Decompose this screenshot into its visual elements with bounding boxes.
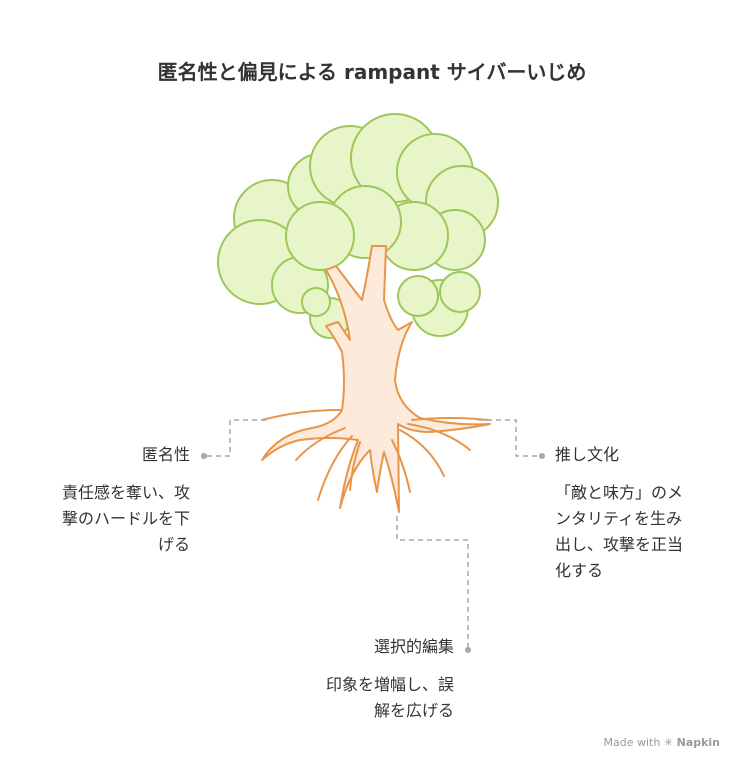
tree-foliage: [217, 113, 499, 339]
connector-anonymity: [206, 419, 266, 457]
branch-label-selective-editing: 選択的編集: [373, 637, 454, 656]
footer-brand: Napkin: [676, 736, 720, 749]
connector-editing: [396, 516, 469, 648]
branch-label-oshi-culture: 推し文化: [555, 445, 620, 464]
description-line: 印象を増幅し、誤: [325, 675, 454, 694]
branch-description-oshi-culture: 「敵と味方」のメ ンタリティを生み 出し、攻撃を正当 化する: [555, 480, 683, 584]
description-line: 化する: [555, 561, 604, 580]
connector-dots: [201, 453, 545, 653]
description-line: ンタリティを生み: [555, 509, 683, 528]
connectors: [206, 419, 540, 648]
branch-label-anonymity: 匿名性: [141, 445, 190, 464]
description-line: げる: [157, 535, 190, 554]
branch-description-selective-editing: 印象を増幅し、誤 解を広げる: [326, 672, 454, 724]
dot-anonymity: [201, 453, 207, 459]
description-line: 責任感を奪い、攻: [61, 483, 190, 502]
description-line: 「敵と味方」のメ: [555, 483, 684, 502]
dot-editing: [465, 647, 471, 653]
description-line: 解を広げる: [373, 701, 454, 720]
diagram-title: 匿名性と偏見による rampant サイバーいじめ: [157, 60, 587, 84]
napkin-footer: Made with ✳ Napkin: [604, 736, 720, 749]
description-line: 出し、攻撃を正当: [555, 535, 684, 554]
branch-description-anonymity: 責任感を奪い、攻 撃のハードルを下 げる: [62, 480, 190, 558]
dot-oshi: [539, 453, 545, 459]
description-line: 撃のハードルを下: [61, 509, 190, 528]
connector-oshi: [478, 419, 540, 457]
tree-trunk: [261, 245, 491, 513]
footer-prefix: Made with: [603, 736, 661, 749]
napkin-logo-icon: ✳: [663, 736, 674, 749]
